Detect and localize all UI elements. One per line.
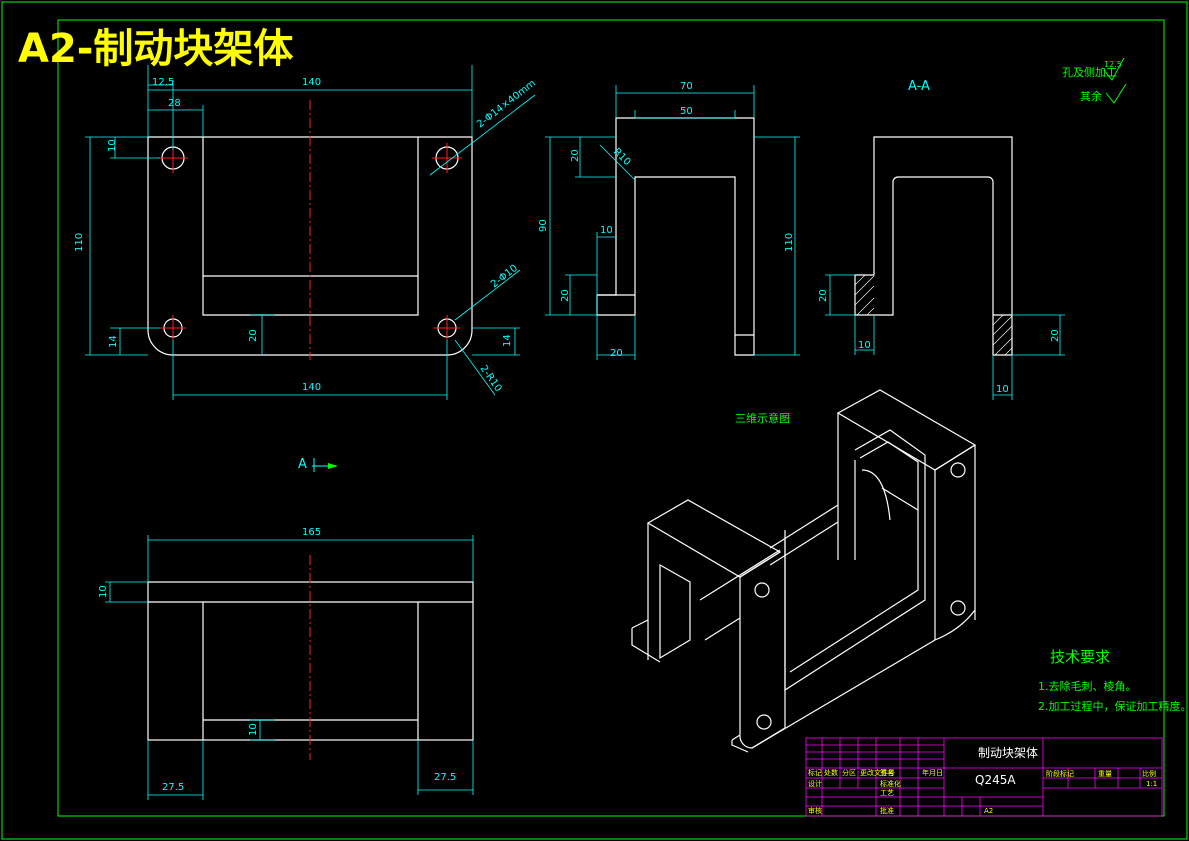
dim-10-sec-right: 10 — [996, 384, 1009, 395]
title-block: 标记 处数 分区 更改文件号 签名 年月日 设计 标准化 审核 工艺 批准 制动… — [805, 737, 1163, 817]
tb-row-standard: 标准化 — [880, 779, 901, 788]
tb-header-date: 年月日 — [922, 768, 943, 777]
surface-note-holes: 孔及侧加工 — [1062, 66, 1117, 79]
tb-scale-value: 1:1 — [1146, 780, 1157, 788]
tb-part-name: 制动块架体 — [978, 746, 1038, 760]
dim-20-side-low: 20 — [560, 289, 571, 302]
view-arrow-icon — [328, 463, 338, 469]
tb-right-weight: 重量 — [1098, 770, 1112, 778]
dim-27-5-left: 27.5 — [162, 782, 184, 793]
dim-110-front: 110 — [74, 233, 85, 252]
dim-165: 165 — [302, 527, 321, 538]
view-arrow-label: A — [298, 457, 307, 472]
tb-row-design: 设计 — [808, 779, 822, 788]
tb-row-process: 工艺 — [880, 789, 894, 797]
dim-12-5: 12.5 — [152, 77, 174, 88]
top-view — [105, 535, 474, 800]
isometric-view — [631, 389, 977, 753]
roughness-icon — [1103, 57, 1127, 104]
section-label: A-A — [908, 79, 930, 94]
tb-header-sign: 签名 — [880, 768, 894, 777]
tb-header-file: 更改文件号 — [860, 768, 895, 777]
dim-10-top-left: 10 — [98, 585, 109, 598]
dim-r10-side: R10 — [611, 146, 633, 168]
tb-header-mark: 标记 — [808, 768, 822, 777]
tb-row-review: 审核 — [808, 806, 822, 815]
dim-10-side: 10 — [600, 225, 613, 236]
dim-70: 70 — [680, 81, 693, 92]
dim-20-side-bottom: 20 — [610, 348, 623, 359]
surface-notes: 孔及侧加工 其余 12.5 — [1062, 57, 1127, 104]
dim-14-left: 14 — [108, 335, 119, 348]
tb-sheet-size: A2 — [984, 807, 993, 815]
dim-140-bottom: 140 — [302, 382, 321, 393]
iso-label: 三维示意图 — [735, 411, 790, 425]
tb-right-scale: 比例 — [1142, 769, 1156, 778]
tech-requirements: 技术要求 1.去除毛刺、棱角。 2.加工过程中，保证加工精度。 — [1038, 648, 1189, 713]
dim-28: 28 — [168, 98, 181, 109]
tech-req-heading: 技术要求 — [1050, 648, 1110, 666]
dim-20-front: 20 — [248, 329, 259, 342]
dim-20-sec-left: 20 — [818, 289, 829, 302]
dim-10-top-inner: 10 — [248, 723, 259, 736]
dim-hole-14: 2-Φ14×40mm — [475, 78, 538, 130]
roughness-value: 12.5 — [1104, 60, 1122, 69]
inner-border — [57, 19, 1165, 817]
tb-material: Q245A — [975, 773, 1016, 787]
dim-140-top: 140 — [302, 77, 321, 88]
dim-20-sec-right: 20 — [1050, 329, 1061, 342]
dim-10-front: 10 — [107, 139, 118, 152]
side-view — [545, 85, 800, 360]
section-view — [825, 136, 1065, 400]
dim-hole-10: 2-Φ10 — [489, 263, 520, 290]
front-view — [85, 65, 536, 400]
tb-row-approve: 批准 — [880, 806, 894, 815]
drawing-title: A2-制动块架体 — [18, 26, 293, 72]
dim-50: 50 — [680, 106, 693, 117]
tb-header-count: 处数 — [824, 768, 838, 777]
dim-110-side: 110 — [784, 233, 795, 252]
tb-header-zone: 分区 — [842, 768, 856, 777]
tb-right-stage: 阶段标记 — [1046, 769, 1074, 778]
dim-10-sec-left: 10 — [858, 340, 871, 351]
dim-20-side-top: 20 — [570, 149, 581, 162]
surface-note-rest: 其余 — [1080, 89, 1102, 103]
dim-90: 90 — [538, 219, 549, 232]
dim-14-right: 14 — [502, 334, 513, 347]
dim-27-5-right: 27.5 — [434, 772, 456, 783]
tech-req-item-2: 2.加工过程中，保证加工精度。 — [1038, 699, 1189, 713]
tech-req-item-1: 1.去除毛刺、棱角。 — [1038, 679, 1137, 693]
